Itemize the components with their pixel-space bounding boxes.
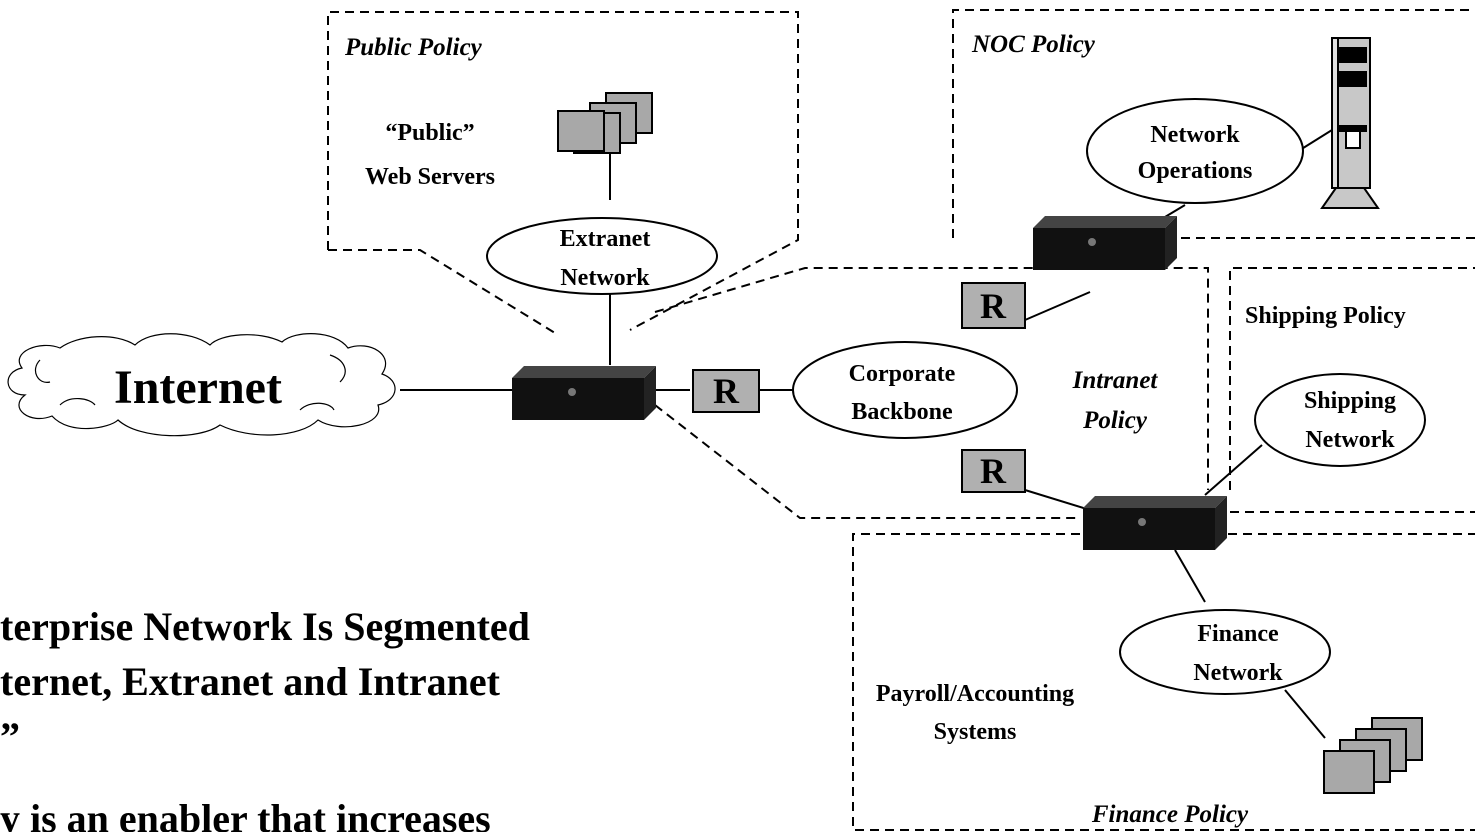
shipping-network-node (1254, 373, 1426, 467)
payroll-label-1: Payroll/Accounting (876, 681, 1074, 707)
finance-uplink (1174, 549, 1206, 603)
public-web-label-1: “Public” (385, 120, 474, 146)
intranet-policy-label-1: Intranet (1072, 367, 1159, 394)
network-switch-icon (1033, 216, 1177, 270)
public-web-label-2: Web Servers (365, 164, 495, 190)
finance-network-node (1119, 609, 1331, 695)
netops-label-1: Network (1150, 122, 1240, 148)
corporate-backbone-node (792, 341, 1018, 439)
router-label-noc: R (980, 286, 1007, 326)
shipping-link (1204, 444, 1263, 496)
internet-label: Internet (114, 361, 282, 414)
router-label-intranet: R (980, 451, 1007, 491)
router-box-intranet (961, 449, 1026, 493)
finance-policy-label: Finance Policy (1091, 801, 1249, 828)
tower-server-icon (1320, 37, 1380, 209)
finance-server-link (1284, 689, 1326, 739)
router-box-noc (961, 282, 1026, 329)
network-switch-icon (512, 366, 656, 420)
router-box-edge (692, 369, 760, 413)
slide-text-line-2: ternet, Extranet and Intranet (0, 659, 501, 704)
extranet-network-node (486, 217, 718, 295)
noc-policy-boundary (952, 9, 1475, 239)
shipping-label-1: Shipping (1304, 388, 1396, 414)
slide-text-line-1: terprise Network Is Segmented (0, 604, 530, 649)
noc-policy-label: NOC Policy (971, 31, 1096, 58)
noc-router-link (1024, 291, 1091, 321)
extranet-label-1: Extranet (560, 226, 651, 252)
backbone-label-1: Corporate (849, 361, 956, 387)
server-stack-icon (557, 92, 653, 154)
extranet-label-2: Network (560, 265, 650, 291)
public-policy-boundary (327, 11, 799, 334)
intranet-policy-boundary (654, 267, 1209, 519)
finance-policy-boundary (852, 533, 1475, 831)
network-switch-icon (1083, 496, 1227, 550)
slide-text-line-3: ” (0, 714, 20, 759)
cloud-icon (7, 333, 396, 437)
finance-label-1: Finance (1197, 621, 1279, 647)
router-label-edge: R (713, 371, 740, 411)
shipping-policy-boundary (1229, 267, 1475, 513)
finance-label-2: Network (1193, 660, 1283, 686)
server-stack-icon (1323, 717, 1423, 794)
shipping-policy-label: Shipping Policy (1245, 303, 1406, 329)
network-operations-node (1086, 98, 1304, 204)
public-policy-label: Public Policy (344, 34, 483, 61)
shipping-label-2: Network (1305, 427, 1395, 453)
slide-text-line-4: y is an enabler that increases (0, 796, 491, 832)
backbone-label-2: Backbone (851, 399, 953, 425)
intranet-router-link (1024, 489, 1091, 511)
payroll-label-2: Systems (934, 719, 1017, 745)
intranet-policy-label-2: Policy (1082, 407, 1148, 434)
netops-label-2: Operations (1138, 158, 1253, 184)
